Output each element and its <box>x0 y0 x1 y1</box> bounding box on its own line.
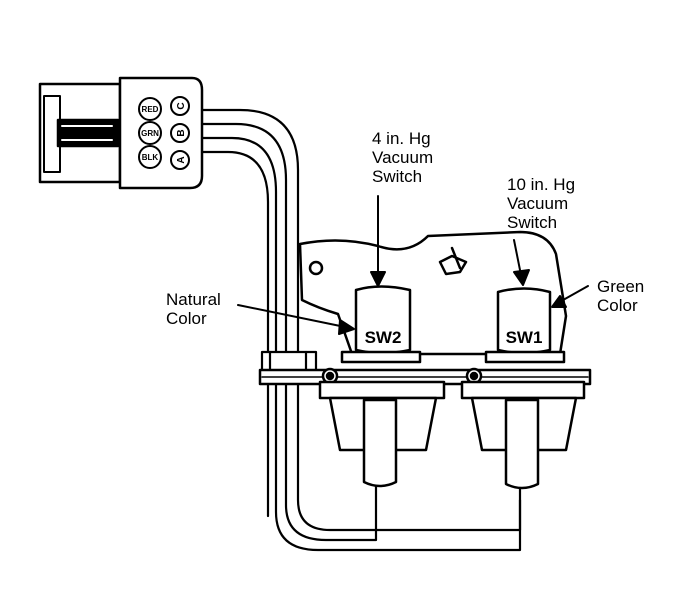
wire-harness <box>200 108 522 552</box>
pin-tag-b: B <box>176 129 187 136</box>
pin-tag-c: C <box>176 102 187 109</box>
sw1-tag: SW1 <box>506 328 543 347</box>
sw2-tag: SW2 <box>365 328 402 347</box>
label-line: Vacuum <box>372 148 434 167</box>
label-green-color: Green Color <box>597 277 644 315</box>
label-line: 4 in. Hg <box>372 129 431 148</box>
pin-tag-a: A <box>176 156 187 163</box>
wire-tag-red: RED <box>142 105 159 114</box>
label-4in-hg-vacuum-switch: 4 in. Hg Vacuum Switch <box>372 129 433 186</box>
label-line: Switch <box>507 213 558 232</box>
label-line: Switch <box>372 167 423 186</box>
label-line: 10 in. Hg <box>507 175 576 194</box>
wire-tag-grn: GRN <box>141 129 159 138</box>
label-10in-hg-vacuum-switch: 10 in. Hg Vacuum Switch <box>507 175 575 232</box>
leader-arrows <box>237 195 589 335</box>
label-line: Color <box>166 309 207 328</box>
label-natural-color: Natural Color <box>166 290 221 328</box>
wire-tag-blk: BLK <box>142 153 159 162</box>
vacuum-switch-sw2 <box>318 285 446 488</box>
label-line: Green <box>597 277 645 296</box>
label-line: Vacuum <box>507 194 569 213</box>
wiring-connector <box>38 76 204 190</box>
vacuum-switch-sw1 <box>460 287 586 490</box>
label-line: Natural <box>166 290 221 309</box>
label-line: Color <box>597 296 638 315</box>
